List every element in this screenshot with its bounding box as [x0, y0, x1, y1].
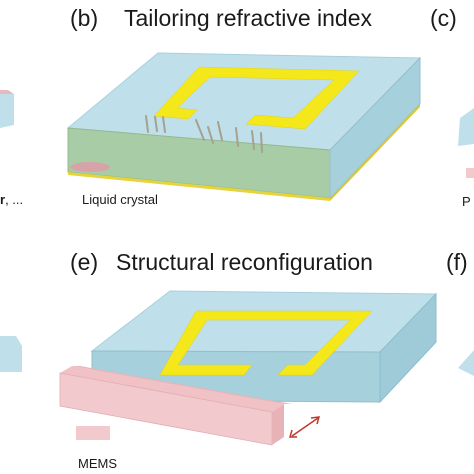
mems-legend-label: MEMS [78, 456, 117, 471]
panel-e-letter: (e) [70, 249, 98, 275]
panel-a-cropped: r, ... [0, 90, 23, 207]
panel-c-letter: (c) [430, 5, 457, 31]
left-edge-text: r, ... [0, 192, 23, 207]
panel-a-device-edge [0, 94, 14, 128]
mems-beam-side [272, 404, 284, 445]
panel-c-legend-swatch [466, 168, 474, 178]
bottom-metal-strip [68, 172, 330, 201]
panel-d-cropped [0, 336, 22, 372]
liquid-crystal-legend-swatch [70, 162, 110, 172]
panel-e-title: Structural reconfiguration [116, 249, 373, 275]
panel-b-title: Tailoring refractive index [124, 5, 373, 31]
mems-beam-top-face [60, 366, 284, 412]
panel-f: (f) [446, 249, 474, 376]
panel-c-device-edge [458, 108, 474, 146]
mems-beam-top [72, 366, 292, 404]
substrate-side-face [379, 292, 437, 404]
right-edge-partial-text: P [462, 194, 471, 209]
panel-b-device [66, 52, 422, 201]
panel-d-device-edge [0, 336, 22, 372]
left-edge-bold: r [0, 192, 5, 207]
displacement-arrow [289, 416, 321, 438]
lc-molecules [145, 115, 263, 153]
panel-c: (c) P [430, 5, 474, 209]
split-ring-resonator [159, 310, 373, 376]
panel-e-device [59, 290, 438, 446]
panel-f-device-edge [458, 350, 474, 376]
left-edge-rest: , ... [5, 192, 23, 207]
split-ring-resonator [153, 66, 360, 130]
panel-f-letter: (f) [446, 249, 468, 275]
substrate-top-face [90, 290, 438, 353]
mems-legend-swatch [76, 426, 110, 440]
panel-b: (b) Tailoring refractive index [66, 5, 422, 207]
liquid-crystal-legend-label: Liquid crystal [82, 192, 158, 207]
panel-b-letter: (b) [70, 5, 98, 31]
panel-e: (e) Structural reconfiguration MEMS [59, 249, 438, 471]
